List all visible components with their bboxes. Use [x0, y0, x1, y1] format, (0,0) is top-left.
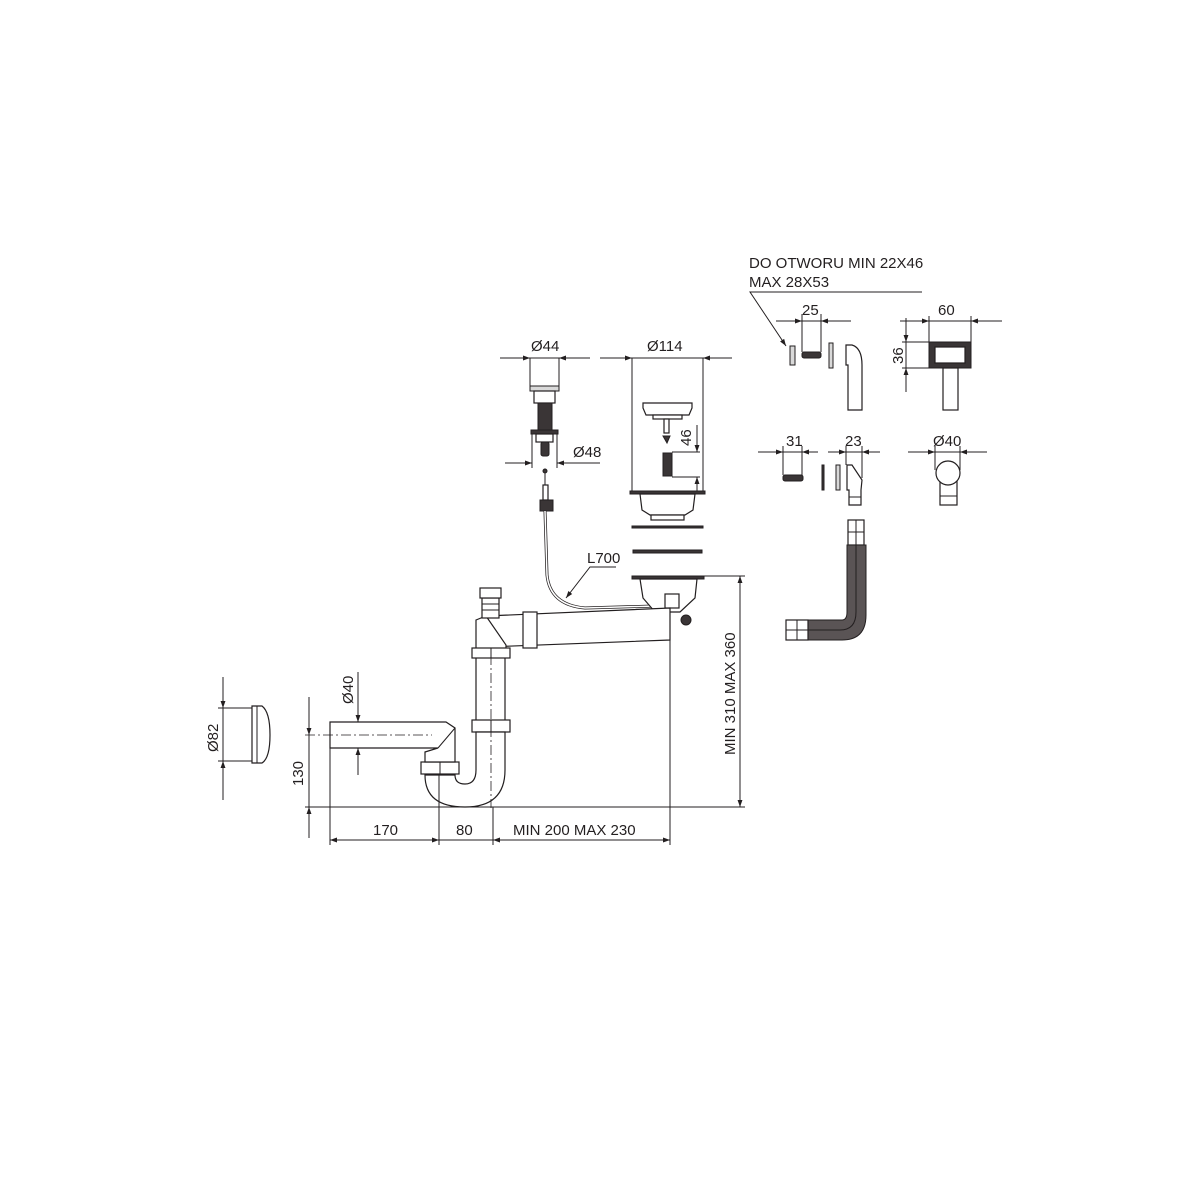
dim-overflow-height: 36: [890, 347, 907, 364]
dim-total-height: MIN 310 MAX 360: [722, 632, 739, 755]
dim-popup-top: Ø44: [531, 338, 559, 355]
strainer-basket: Ø114 46: [600, 338, 745, 626]
dim-elbow-width: 23: [845, 433, 862, 450]
note-opening-size: DO OTWORU MIN 22X46 MAX 28X53: [749, 255, 923, 347]
dim-strainer-height: 46: [678, 429, 695, 446]
dim-outlet-length: 170: [373, 822, 398, 839]
corrugated-hose: [785, 519, 867, 641]
note-line-1: DO OTWORU MIN 22X46: [749, 255, 923, 272]
dim-popup-bottom: Ø48: [573, 444, 601, 461]
dim-round-overflow: Ø40: [933, 433, 961, 450]
dim-outlet-height: 130: [290, 761, 307, 786]
siphon-assembly: [251, 587, 671, 808]
dim-screw-length: 31: [786, 433, 803, 450]
popup-button: Ø44 Ø48: [500, 338, 601, 468]
dim-overflow-width: 60: [938, 302, 955, 319]
siphon-dimensions: Ø82 Ø40 130 170 80 MIN 200 MAX 230 MIN 3…: [205, 576, 745, 845]
dim-outlet-diameter: Ø40: [340, 676, 357, 704]
dim-cable-length: L700: [587, 550, 620, 567]
dim-cap-diameter: Ø82: [205, 724, 222, 752]
popup-cable: L700: [539, 468, 656, 610]
dim-arm-length: MIN 200 MAX 230: [513, 822, 636, 839]
note-line-2: MAX 28X53: [749, 274, 829, 291]
dim-trap-offset: 80: [456, 822, 473, 839]
overflow-parts-rect: 25 60 36: [776, 302, 1002, 411]
overflow-parts-round: 31 23 Ø40: [758, 433, 987, 506]
dim-strainer-diameter: Ø114: [647, 338, 683, 355]
dim-overflow-screw: 25: [802, 302, 819, 319]
